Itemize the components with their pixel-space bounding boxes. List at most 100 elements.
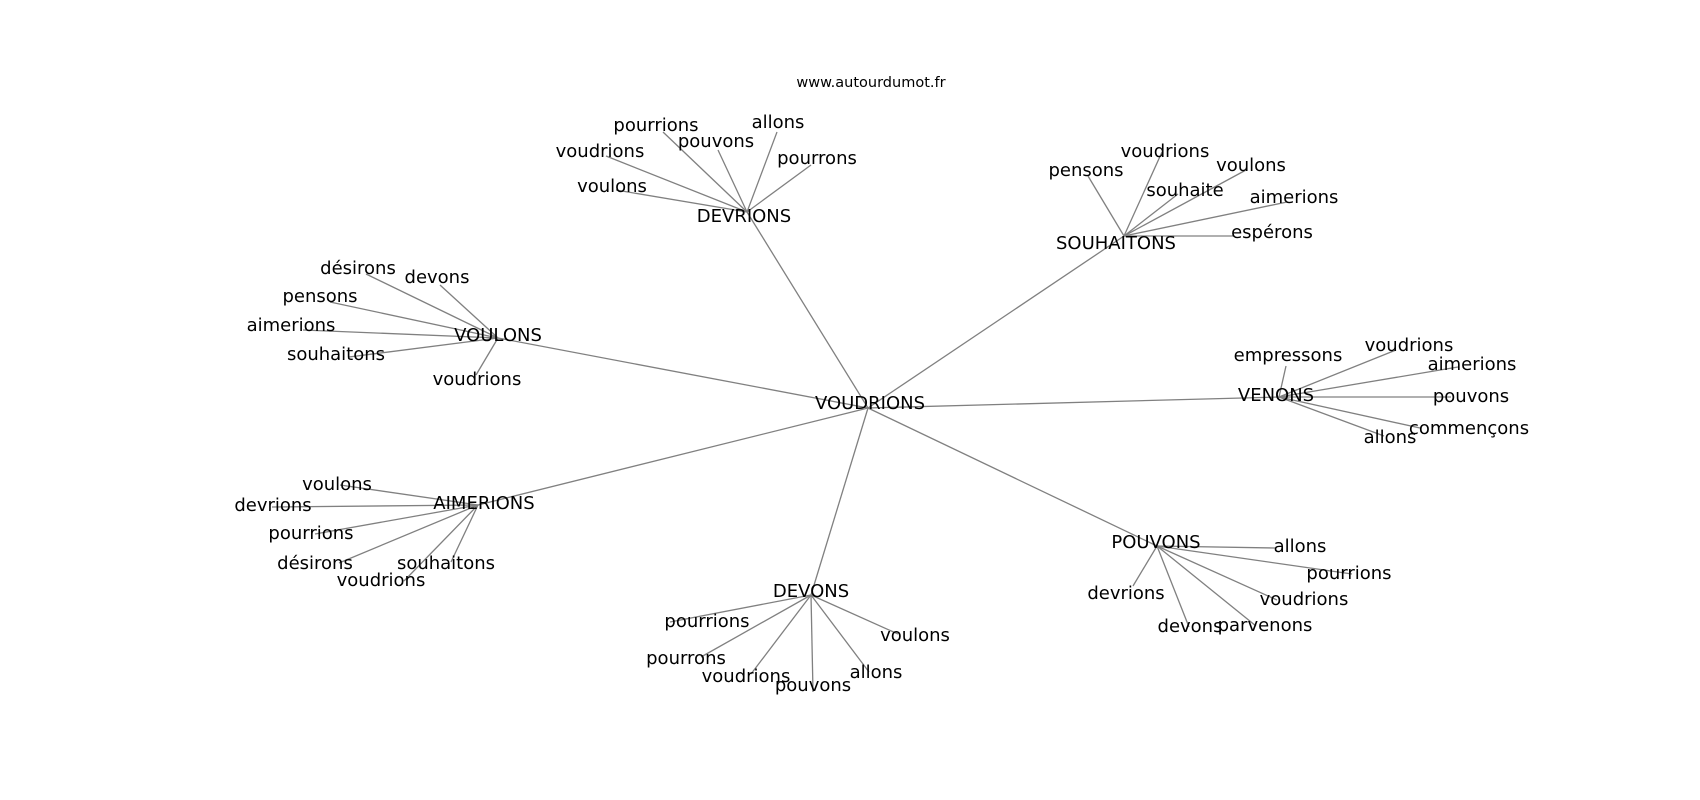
leaf-node-label: désirons <box>320 258 396 279</box>
center-to-hub-edge <box>477 407 869 506</box>
leaf-node-label: pensons <box>1048 160 1123 181</box>
leaf-node-label: voudrions <box>556 141 645 162</box>
hub-to-leaf-edge <box>1156 545 1257 627</box>
hub-to-leaf-edge <box>450 504 479 563</box>
leaf-node-label: désirons <box>277 553 353 574</box>
hub-to-leaf-edge <box>365 273 499 339</box>
leaf-node-label: aimerions <box>1428 354 1517 375</box>
hub-node-label: VENONS <box>1238 385 1314 406</box>
hub-to-leaf-edge <box>810 594 814 693</box>
leaf-node-label: voudrions <box>702 666 791 687</box>
center-to-hub-edge <box>867 235 1125 409</box>
hub-to-leaf-edge <box>1156 545 1190 628</box>
leaf-node-label: pensons <box>282 286 357 307</box>
hub-to-leaf-edge <box>1132 545 1158 587</box>
leaf-node-label: pourrions <box>268 523 353 544</box>
leaf-node-label: allons <box>1364 427 1417 448</box>
center-to-hub-edge <box>746 211 869 409</box>
hub-to-leaf-edge <box>339 484 479 506</box>
leaf-node-label: pourrons <box>777 148 857 169</box>
hub-to-leaf-edge <box>1278 396 1421 429</box>
leaf-node-label: pourrions <box>664 611 749 632</box>
leaf-node-label: allons <box>850 662 903 683</box>
leaf-node-label: allons <box>752 112 805 133</box>
center-to-hub-edge <box>867 396 1280 409</box>
center-to-hub-edge <box>867 407 1158 547</box>
hub-node-label: DEVRIONS <box>697 206 791 227</box>
leaf-node-label: voudrions <box>1260 589 1349 610</box>
center-to-hub-edge <box>810 407 869 596</box>
hub-node-label: AIMERIONS <box>433 493 534 514</box>
hub-to-leaf-edge <box>271 504 479 508</box>
hub-to-leaf-edge <box>750 594 812 675</box>
hub-to-leaf-edge <box>669 594 812 623</box>
hub-to-leaf-edge <box>338 504 479 564</box>
leaf-node-label: voulons <box>302 474 372 495</box>
hub-to-leaf-edge <box>1123 151 1163 237</box>
leaf-node-label: souhaitons <box>287 344 385 365</box>
hub-to-leaf-edge <box>348 337 499 358</box>
leaf-node-label: souhaite <box>1146 180 1223 201</box>
leaf-node-label: parvenons <box>1218 615 1313 636</box>
leaf-node-label: commençons <box>1409 418 1529 439</box>
hub-to-leaf-edge <box>329 301 499 339</box>
leaf-node-label: souhaitons <box>397 553 495 574</box>
hub-to-leaf-edge <box>1156 545 1278 601</box>
leaf-node-label: voudrions <box>1121 141 1210 162</box>
leaf-node-label: voulons <box>1216 155 1286 176</box>
hub-to-leaf-edge <box>1278 365 1287 398</box>
hub-to-leaf-edge <box>1087 175 1125 237</box>
hub-to-leaf-edge <box>1278 349 1397 398</box>
edges-layer <box>271 131 1459 693</box>
center-to-hub-edge <box>497 337 869 409</box>
hub-to-leaf-edge <box>439 284 499 339</box>
leaf-node-label: pourrions <box>613 115 698 136</box>
center-node-label: VOUDRIONS <box>815 393 925 414</box>
hub-to-leaf-edge <box>1123 193 1179 237</box>
leaf-node-label: espérons <box>1231 222 1313 243</box>
hub-node-label: DEVONS <box>773 581 849 602</box>
hub-to-leaf-edge <box>746 131 778 213</box>
leaf-node-label: pouvons <box>775 675 851 696</box>
leaf-node-label: voudrions <box>433 369 522 390</box>
site-url-label: www.autourdumot.fr <box>796 75 945 91</box>
leaf-node-label: devons <box>1158 616 1223 637</box>
leaf-node-label: devons <box>405 267 470 288</box>
hub-to-leaf-edge <box>700 594 812 658</box>
leaf-node-label: allons <box>1274 536 1327 557</box>
hub-to-leaf-edge <box>1278 366 1459 398</box>
leaf-node-label: pouvons <box>1433 386 1509 407</box>
hub-to-leaf-edge <box>403 504 479 582</box>
leaf-node-label: pouvons <box>678 131 754 152</box>
hub-to-leaf-edge <box>810 594 870 673</box>
hub-to-leaf-edge <box>810 594 899 635</box>
hub-to-leaf-edge <box>1156 545 1353 575</box>
hub-node-label: VOULONS <box>454 325 542 346</box>
hub-to-leaf-edge <box>1123 201 1288 237</box>
hub-to-leaf-edge <box>717 149 748 213</box>
leaf-node-label: devrions <box>1087 583 1164 604</box>
hub-node-label: POUVONS <box>1111 532 1200 553</box>
leaf-node-label: pourrons <box>646 648 726 669</box>
leaf-node-label: voudrions <box>1365 335 1454 356</box>
hub-to-leaf-edge <box>314 504 479 535</box>
labels-layer: www.autourdumot.fr VOUDRIONS pourrions al… <box>234 75 1529 696</box>
hub-to-leaf-edge <box>1156 545 1276 549</box>
leaf-node-label: pourrions <box>1306 563 1391 584</box>
hub-to-leaf-edge <box>605 155 748 213</box>
leaf-node-label: aimerions <box>247 315 336 336</box>
hub-to-leaf-edge <box>1123 169 1247 237</box>
hub-node-label: SOUHAITONS <box>1056 233 1176 254</box>
hub-to-leaf-edge <box>302 329 499 339</box>
leaf-node-label: voulons <box>577 176 647 197</box>
hub-to-leaf-edge <box>662 131 748 213</box>
leaf-node-label: empressons <box>1234 345 1343 366</box>
leaf-node-label: voudrions <box>337 570 426 591</box>
hub-to-leaf-edge <box>615 189 748 213</box>
leaf-node-label: voulons <box>880 625 950 646</box>
leaf-node-label: devrions <box>234 495 311 516</box>
hub-to-leaf-edge <box>746 164 812 213</box>
leaf-node-label: aimerions <box>1250 187 1339 208</box>
hub-to-leaf-edge <box>1278 396 1385 437</box>
